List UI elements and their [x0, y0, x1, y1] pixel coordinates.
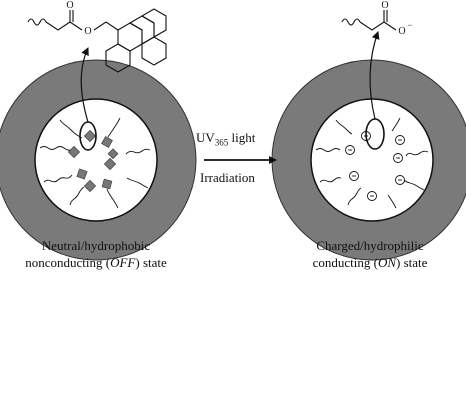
- right-charge-sign: −: [407, 20, 412, 30]
- right-caption: Charged/hydrophilic conducting (ON) stat…: [280, 237, 460, 271]
- left-ester-o: O: [84, 26, 91, 37]
- left-caption: Neutral/hydrophobic nonconducting (OFF) …: [6, 237, 186, 271]
- left-core: [34, 98, 158, 222]
- right-core: [310, 98, 434, 222]
- right-chains: [315, 117, 429, 209]
- right-carbonyl-o: O: [381, 0, 388, 11]
- left-molecule: [27, 8, 167, 73]
- right-anion-o: O: [398, 26, 405, 37]
- left-zoom-arrow: [80, 47, 89, 123]
- uv-text: UV: [196, 130, 215, 145]
- right-wavy-bond: [341, 18, 361, 26]
- left-wavy-bond: [27, 18, 47, 26]
- right-caption-line1: Charged/hydrophilic: [316, 238, 424, 253]
- left-caption-line2: nonconducting (OFF) state: [25, 255, 167, 270]
- left-particle: [0, 47, 197, 261]
- pyrene-icon: [105, 8, 167, 73]
- uv-subscript: 365: [214, 137, 229, 148]
- right-caption-line2: conducting (ON) state: [312, 255, 428, 270]
- left-chain: [45, 21, 71, 31]
- arrow-label-top: UV365 light: [196, 130, 255, 148]
- left-caption-line1: Neutral/hydrophobic: [41, 238, 151, 253]
- left-pyrene-markers: [67, 129, 119, 193]
- right-particle: [271, 31, 466, 261]
- left-chains: [39, 117, 151, 209]
- right-chain: [359, 21, 385, 31]
- arrow-label-bottom: Irradiation: [200, 170, 255, 185]
- right-molecule: [341, 10, 397, 31]
- light-text: light: [228, 130, 256, 145]
- left-carbonyl-o: O: [66, 0, 73, 11]
- right-zoom-arrow: [369, 31, 380, 120]
- left-ester-bond: [69, 21, 83, 31]
